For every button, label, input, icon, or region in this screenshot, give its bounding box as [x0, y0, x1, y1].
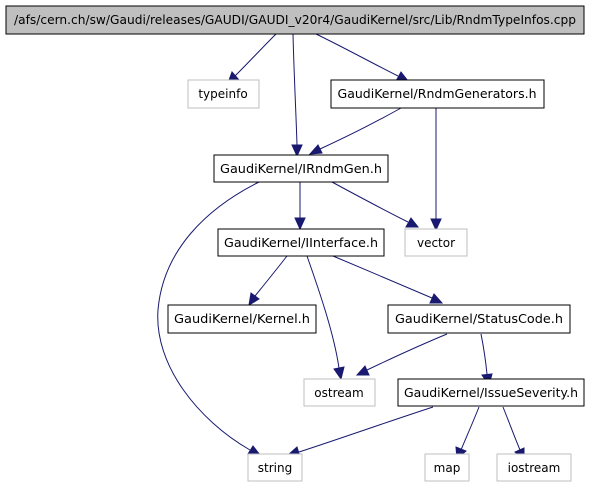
node-typeinfo-label: typeinfo [198, 87, 247, 101]
node-iinterface-h[interactable]: GaudiKernel/IInterface.h [217, 228, 385, 257]
edge-issueseverity-to-map [460, 406, 480, 451]
edge-statuscode-to-ostream [366, 333, 448, 371]
node-ostream[interactable]: ostream [303, 378, 376, 407]
arrowhead-statuscode [429, 293, 444, 304]
arrowhead-vector-from-irndmgen [405, 217, 420, 228]
arrowhead-irndmgen-from-root [291, 144, 303, 158]
node-string[interactable]: string [247, 453, 303, 482]
node-iostream[interactable]: iostream [496, 453, 572, 482]
node-string-label: string [258, 461, 292, 475]
edge-statuscode-to-issueseverity [480, 333, 488, 375]
node-vector[interactable]: vector [404, 228, 468, 257]
node-rndm-generators-h[interactable]: GaudiKernel/RndmGenerators.h [330, 79, 545, 109]
node-rndm-generators-h-label: GaudiKernel/RndmGenerators.h [338, 87, 537, 101]
node-iostream-label: iostream [508, 461, 561, 475]
edge-iinterface-to-ostream [306, 255, 340, 369]
arrowhead-iinterface [294, 217, 306, 231]
node-typeinfo[interactable]: typeinfo [187, 79, 260, 109]
edge-issueseverity-to-string [298, 406, 434, 453]
edge-irndmgen-to-vector [331, 181, 409, 223]
node-map[interactable]: map [424, 453, 470, 482]
edge-root-to-rndmgen [315, 33, 399, 77]
node-irndmgen-h[interactable]: GaudiKernel/IRndmGen.h [213, 154, 389, 183]
arrowhead-irndmgen-from-rndmgen [308, 144, 323, 155]
edge-root-to-typeinfo [234, 33, 277, 77]
edges-layer [157, 33, 525, 462]
arrowhead-vector-from-rndmgen [430, 218, 442, 232]
node-statuscode-h-label: GaudiKernel/StatusCode.h [395, 312, 563, 326]
edge-irndmgen-to-string [157, 181, 260, 451]
edge-iinterface-to-kernel [254, 255, 288, 297]
node-statuscode-h[interactable]: GaudiKernel/StatusCode.h [387, 304, 571, 334]
node-root-file-label: /afs/cern.ch/sw/Gaudi/releases/GAUDI/GAU… [14, 13, 576, 27]
node-kernel-h[interactable]: GaudiKernel/Kernel.h [167, 304, 317, 334]
arrowhead-ostream-from-statuscode [355, 365, 370, 376]
node-issueseverity-h-label: GaudiKernel/IssueSeverity.h [404, 386, 578, 400]
nodes-layer: /afs/cern.ch/sw/Gaudi/releases/GAUDI/GAU… [5, 5, 585, 482]
edge-root-to-irndmgen [292, 33, 298, 146]
edge-iinterface-to-statuscode [332, 255, 433, 299]
node-root-file[interactable]: /afs/cern.ch/sw/Gaudi/releases/GAUDI/GAU… [5, 5, 585, 35]
edge-rndmgen-to-irndmgen [319, 107, 402, 150]
arrowhead-kernel [248, 292, 260, 306]
node-iinterface-h-label: GaudiKernel/IInterface.h [224, 236, 378, 250]
node-vector-label: vector [417, 236, 455, 250]
node-kernel-h-label: GaudiKernel/Kernel.h [174, 312, 310, 326]
node-irndmgen-h-label: GaudiKernel/IRndmGen.h [220, 162, 382, 176]
node-ostream-label: ostream [314, 386, 363, 400]
node-issueseverity-h[interactable]: GaudiKernel/IssueSeverity.h [397, 378, 585, 407]
node-map-label: map [434, 461, 461, 475]
edge-issueseverity-to-iostream [502, 406, 521, 451]
arrowhead-ostream-from-iinterface [333, 366, 345, 381]
